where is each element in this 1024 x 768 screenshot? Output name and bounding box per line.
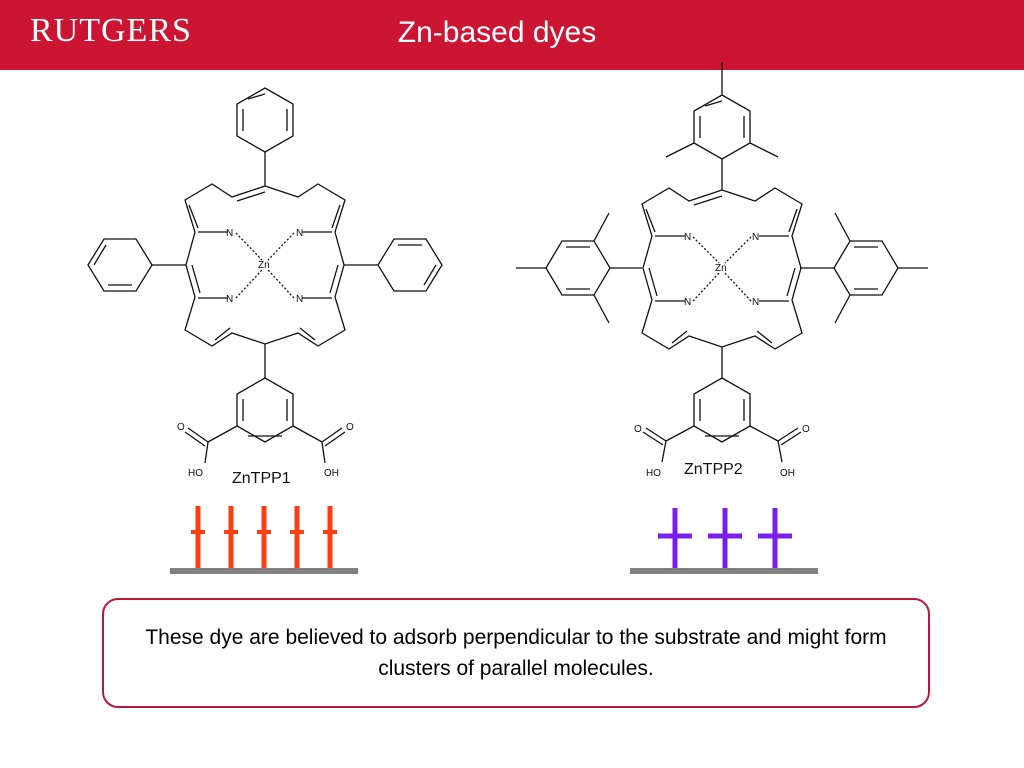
dye-molecule — [290, 506, 304, 568]
atom-n: N — [296, 228, 303, 239]
atom-ho: HO — [646, 468, 661, 479]
dye-molecule — [257, 506, 271, 568]
atom-o: O — [177, 422, 185, 433]
zntpp1-structure: N N N N Zn O O HO OH — [87, 87, 443, 479]
atom-n: N — [752, 297, 759, 308]
header-bar: RUTGERS Zn-based dyes — [0, 0, 1024, 70]
atom-ho: HO — [188, 468, 203, 479]
atom-n: N — [226, 228, 233, 239]
dye-molecule — [224, 506, 238, 568]
dye-molecule — [323, 506, 337, 568]
atom-n: N — [752, 232, 759, 243]
atom-oh: OH — [780, 468, 795, 479]
atom-n: N — [296, 294, 303, 305]
atom-zn: Zn — [258, 260, 270, 271]
rutgers-logo: RUTGERS — [30, 12, 192, 49]
zntpp1-adsorption-diagram — [170, 506, 358, 574]
dye-molecule — [758, 508, 792, 568]
dye-molecule — [658, 508, 692, 568]
atom-n: N — [684, 297, 691, 308]
zntpp2-label: ZnTPP2 — [684, 461, 743, 478]
dye-molecule — [708, 508, 742, 568]
zntpp2-structure: N N N N Zn O O HO OH — [516, 62, 928, 479]
callout-text: These dye are believed to adsorb perpend… — [145, 626, 887, 680]
dye-molecule — [191, 506, 205, 568]
atom-o: O — [634, 424, 642, 435]
substrate-bar — [630, 568, 818, 574]
callout-box: These dye are believed to adsorb perpend… — [102, 598, 930, 708]
zntpp2-adsorption-diagram — [630, 508, 818, 574]
atom-zn: Zn — [715, 263, 727, 274]
atom-n: N — [684, 232, 691, 243]
atom-n: N — [226, 294, 233, 305]
atom-o: O — [802, 424, 810, 435]
atom-oh: OH — [324, 468, 339, 479]
atom-o: O — [346, 422, 354, 433]
slide-title: Zn-based dyes — [397, 16, 597, 49]
zntpp1-label: ZnTPP1 — [232, 470, 291, 487]
substrate-bar — [170, 568, 358, 574]
